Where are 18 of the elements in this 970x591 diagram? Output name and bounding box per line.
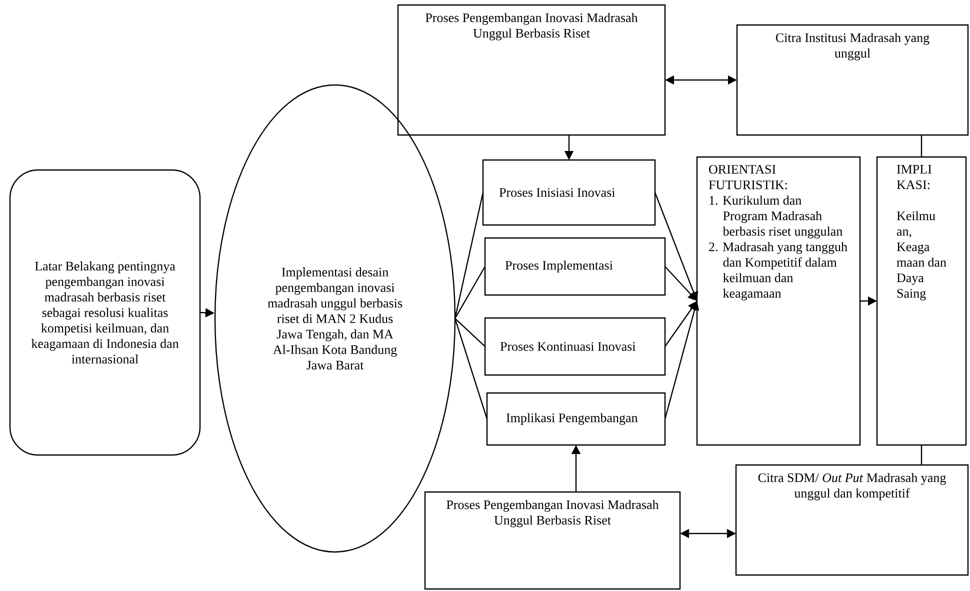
connector-line — [454, 266, 486, 319]
arrow — [664, 266, 697, 301]
process-box: Proses Pengembangan Inovasi Madrasah Unggul Berbasis Riset — [424, 491, 681, 590]
process-box: Citra SDM/ Out Put Madrasah yang unggul dan kompetitif — [735, 464, 969, 576]
connector-line — [454, 318, 486, 347]
process-box: Proses Kontinuasi Inovasi — [484, 317, 666, 376]
connector-line — [454, 192, 484, 319]
process-box: Proses Inisiasi Inovasi — [482, 159, 656, 226]
connector-line — [920, 444, 922, 465]
rounded-box: Latar Belakang pentingnya pengembangan inovasi madrasah berbasis riset sebagai resolusi kualitas kompetisi keilmuan, dan keagamaan di Indonesia dan internasional — [9, 169, 201, 456]
process-box: Implikasi Pengembangan — [486, 392, 666, 446]
process-box: ORIENTASI FUTURISTIK: 1. Kurikulum dan Program Madrasah berbasis riset unggulan 2. Madrasah yang tangguh dan Kompetitif dalam keilmuan dan keagamaan — [696, 156, 861, 446]
process-box: Proses Pengembangan Inovasi Madrasah Unggul Berbasis Riset — [397, 4, 666, 136]
process-box: IMPLI KASI: Keilmu an, Keaga maan dan Daya Saing — [876, 156, 967, 446]
process-box: Proses Implementasi — [484, 237, 666, 296]
connector-line — [920, 135, 922, 157]
process-box: Citra Institusi Madrasah yang unggul — [736, 24, 969, 136]
connector-line — [454, 318, 488, 420]
